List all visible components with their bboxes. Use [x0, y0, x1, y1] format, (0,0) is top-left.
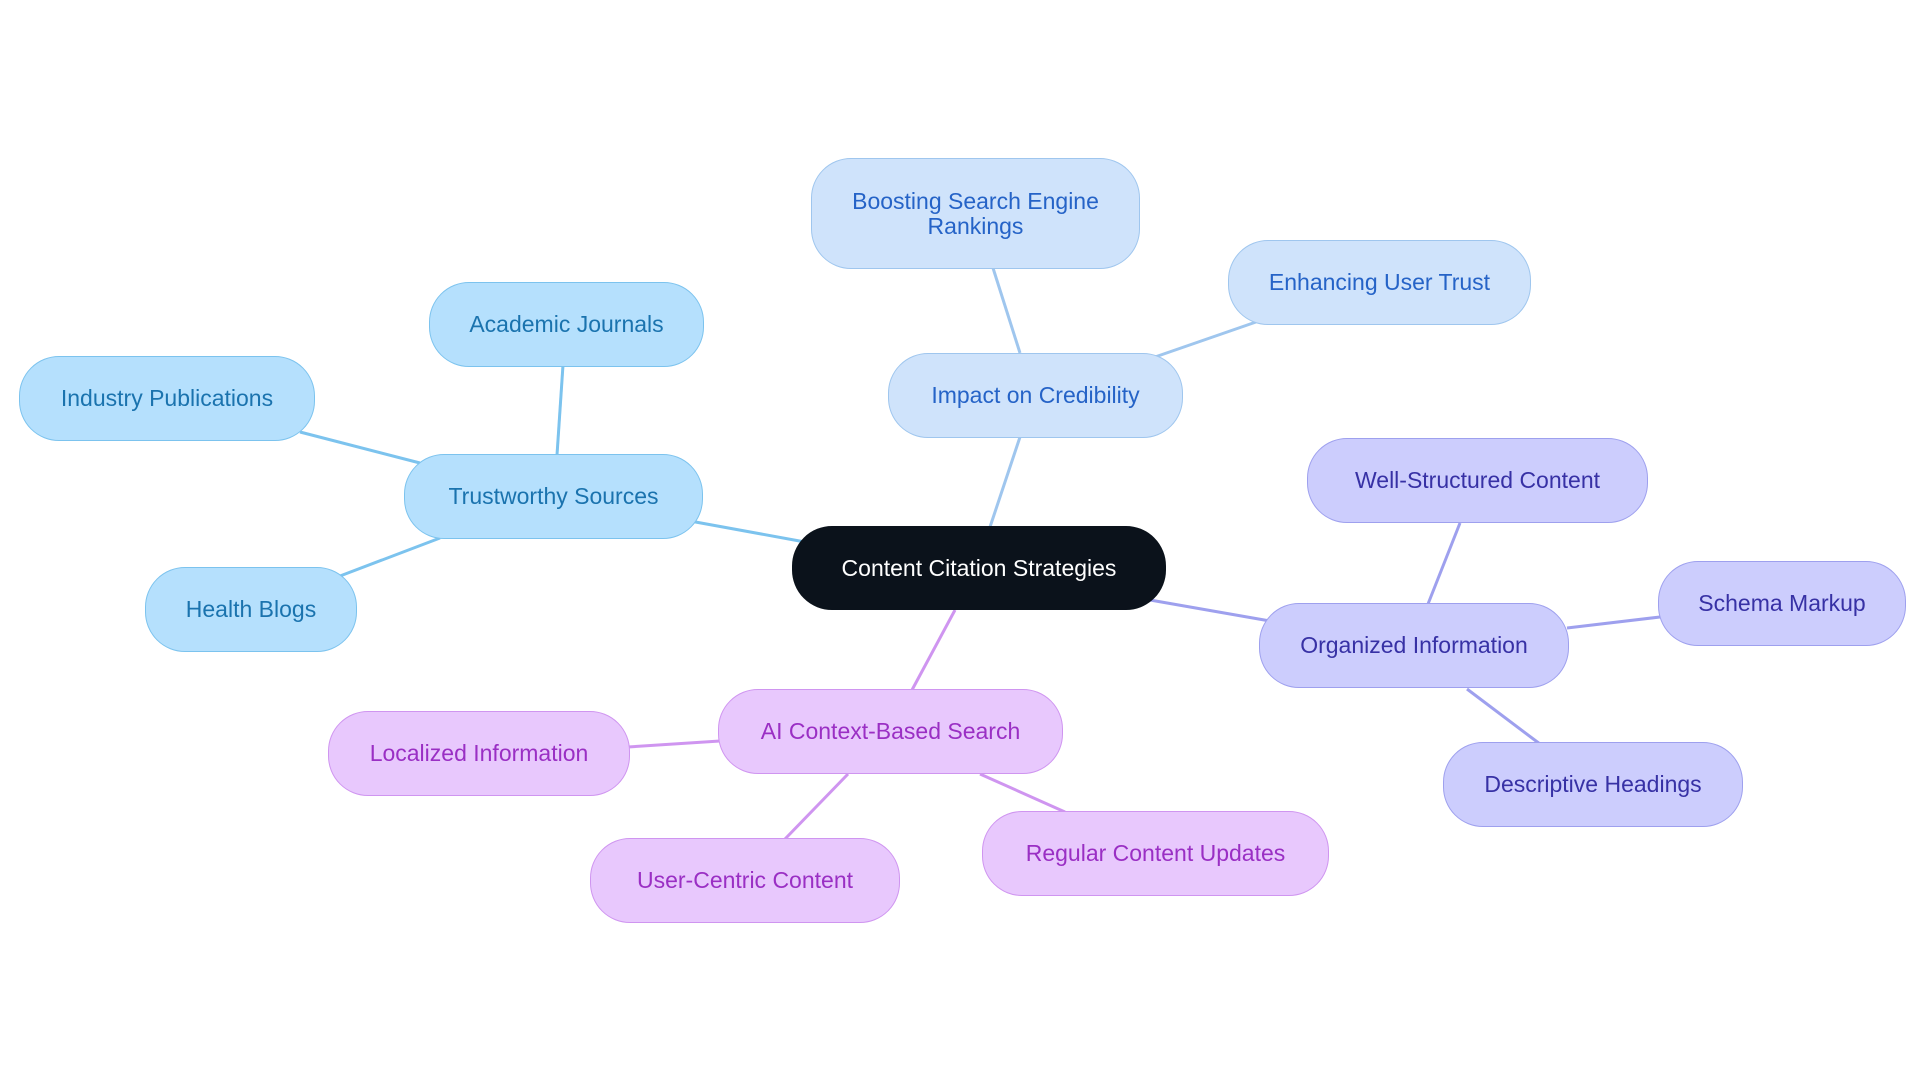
branch-label-organized-information: Organized Information — [1300, 632, 1528, 659]
leaf-node-boosting-search-engine-rankings[interactable]: Boosting Search Engine Rankings — [811, 158, 1140, 269]
leaf-label-health-blogs: Health Blogs — [185, 596, 317, 623]
edge-root-organized-information — [1149, 598, 1271, 623]
edge-ai-regular-content-updates — [979, 772, 1066, 814]
edge-trustworthy-industry-publications — [299, 430, 421, 465]
leaf-label-academic-journals: Academic Journals — [469, 311, 664, 338]
edge-trustworthy-health-blogs — [339, 536, 441, 578]
leaf-node-industry-publications[interactable]: Industry Publications — [19, 356, 315, 441]
leaf-node-user-centric-content[interactable]: User-Centric Content — [590, 838, 900, 923]
leaf-node-regular-content-updates[interactable]: Regular Content Updates — [982, 811, 1329, 896]
leaf-label-user-centric-content: User-Centric Content — [636, 867, 854, 894]
edge-organized-descriptive-headings — [1466, 687, 1541, 746]
leaf-node-descriptive-headings[interactable]: Descriptive Headings — [1443, 742, 1743, 827]
leaf-label-boosting-search-engine-rankings: Boosting Search Engine Rankings — [852, 187, 1099, 239]
edge-organized-well-structured-content — [1426, 522, 1462, 605]
leaf-node-schema-markup[interactable]: Schema Markup — [1658, 561, 1906, 646]
branch-label-impact-on-credibility: Impact on Credibility — [931, 382, 1140, 409]
branch-label-trustworthy-sources: Trustworthy Sources — [448, 483, 659, 510]
leaf-label-descriptive-headings: Descriptive Headings — [1484, 771, 1702, 798]
mindmap-root-node[interactable]: Content Citation Strategies — [792, 526, 1166, 610]
mindmap-root-label: Content Citation Strategies — [841, 554, 1117, 581]
leaf-label-enhancing-user-trust: Enhancing User Trust — [1268, 269, 1491, 296]
branch-node-organized-information[interactable]: Organized Information — [1259, 603, 1569, 688]
leaf-node-well-structured-content[interactable]: Well-Structured Content — [1307, 438, 1648, 523]
edge-impact-enhancing-user-trust — [1154, 320, 1257, 359]
leaf-label-well-structured-content: Well-Structured Content — [1354, 467, 1600, 494]
leaf-node-health-blogs[interactable]: Health Blogs — [145, 567, 357, 652]
branch-node-trustworthy-sources[interactable]: Trustworthy Sources — [404, 454, 703, 539]
edge-ai-localized-information — [627, 739, 721, 749]
edge-organized-schema-markup — [1566, 615, 1661, 630]
edge-root-ai-context-based-search — [910, 609, 957, 691]
edge-trustworthy-academic-journals — [555, 364, 565, 456]
edge-ai-user-centric-content — [783, 772, 850, 841]
leaf-node-enhancing-user-trust[interactable]: Enhancing User Trust — [1228, 240, 1531, 325]
leaf-label-localized-information: Localized Information — [369, 740, 589, 767]
branch-label-ai-context-based-search: AI Context-Based Search — [760, 718, 1021, 745]
edge-root-impact-on-credibility — [988, 436, 1022, 528]
edge-impact-boosting-search-engine-rankings — [991, 267, 1022, 354]
leaf-label-schema-markup: Schema Markup — [1698, 590, 1866, 617]
branch-node-ai-context-based-search[interactable]: AI Context-Based Search — [718, 689, 1063, 774]
leaf-label-regular-content-updates: Regular Content Updates — [1025, 840, 1286, 867]
leaf-node-localized-information[interactable]: Localized Information — [328, 711, 630, 796]
leaf-label-industry-publications: Industry Publications — [60, 385, 274, 412]
branch-node-impact-on-credibility[interactable]: Impact on Credibility — [888, 353, 1183, 438]
leaf-node-academic-journals[interactable]: Academic Journals — [429, 282, 704, 367]
edge-root-trustworthy-sources — [689, 519, 806, 544]
